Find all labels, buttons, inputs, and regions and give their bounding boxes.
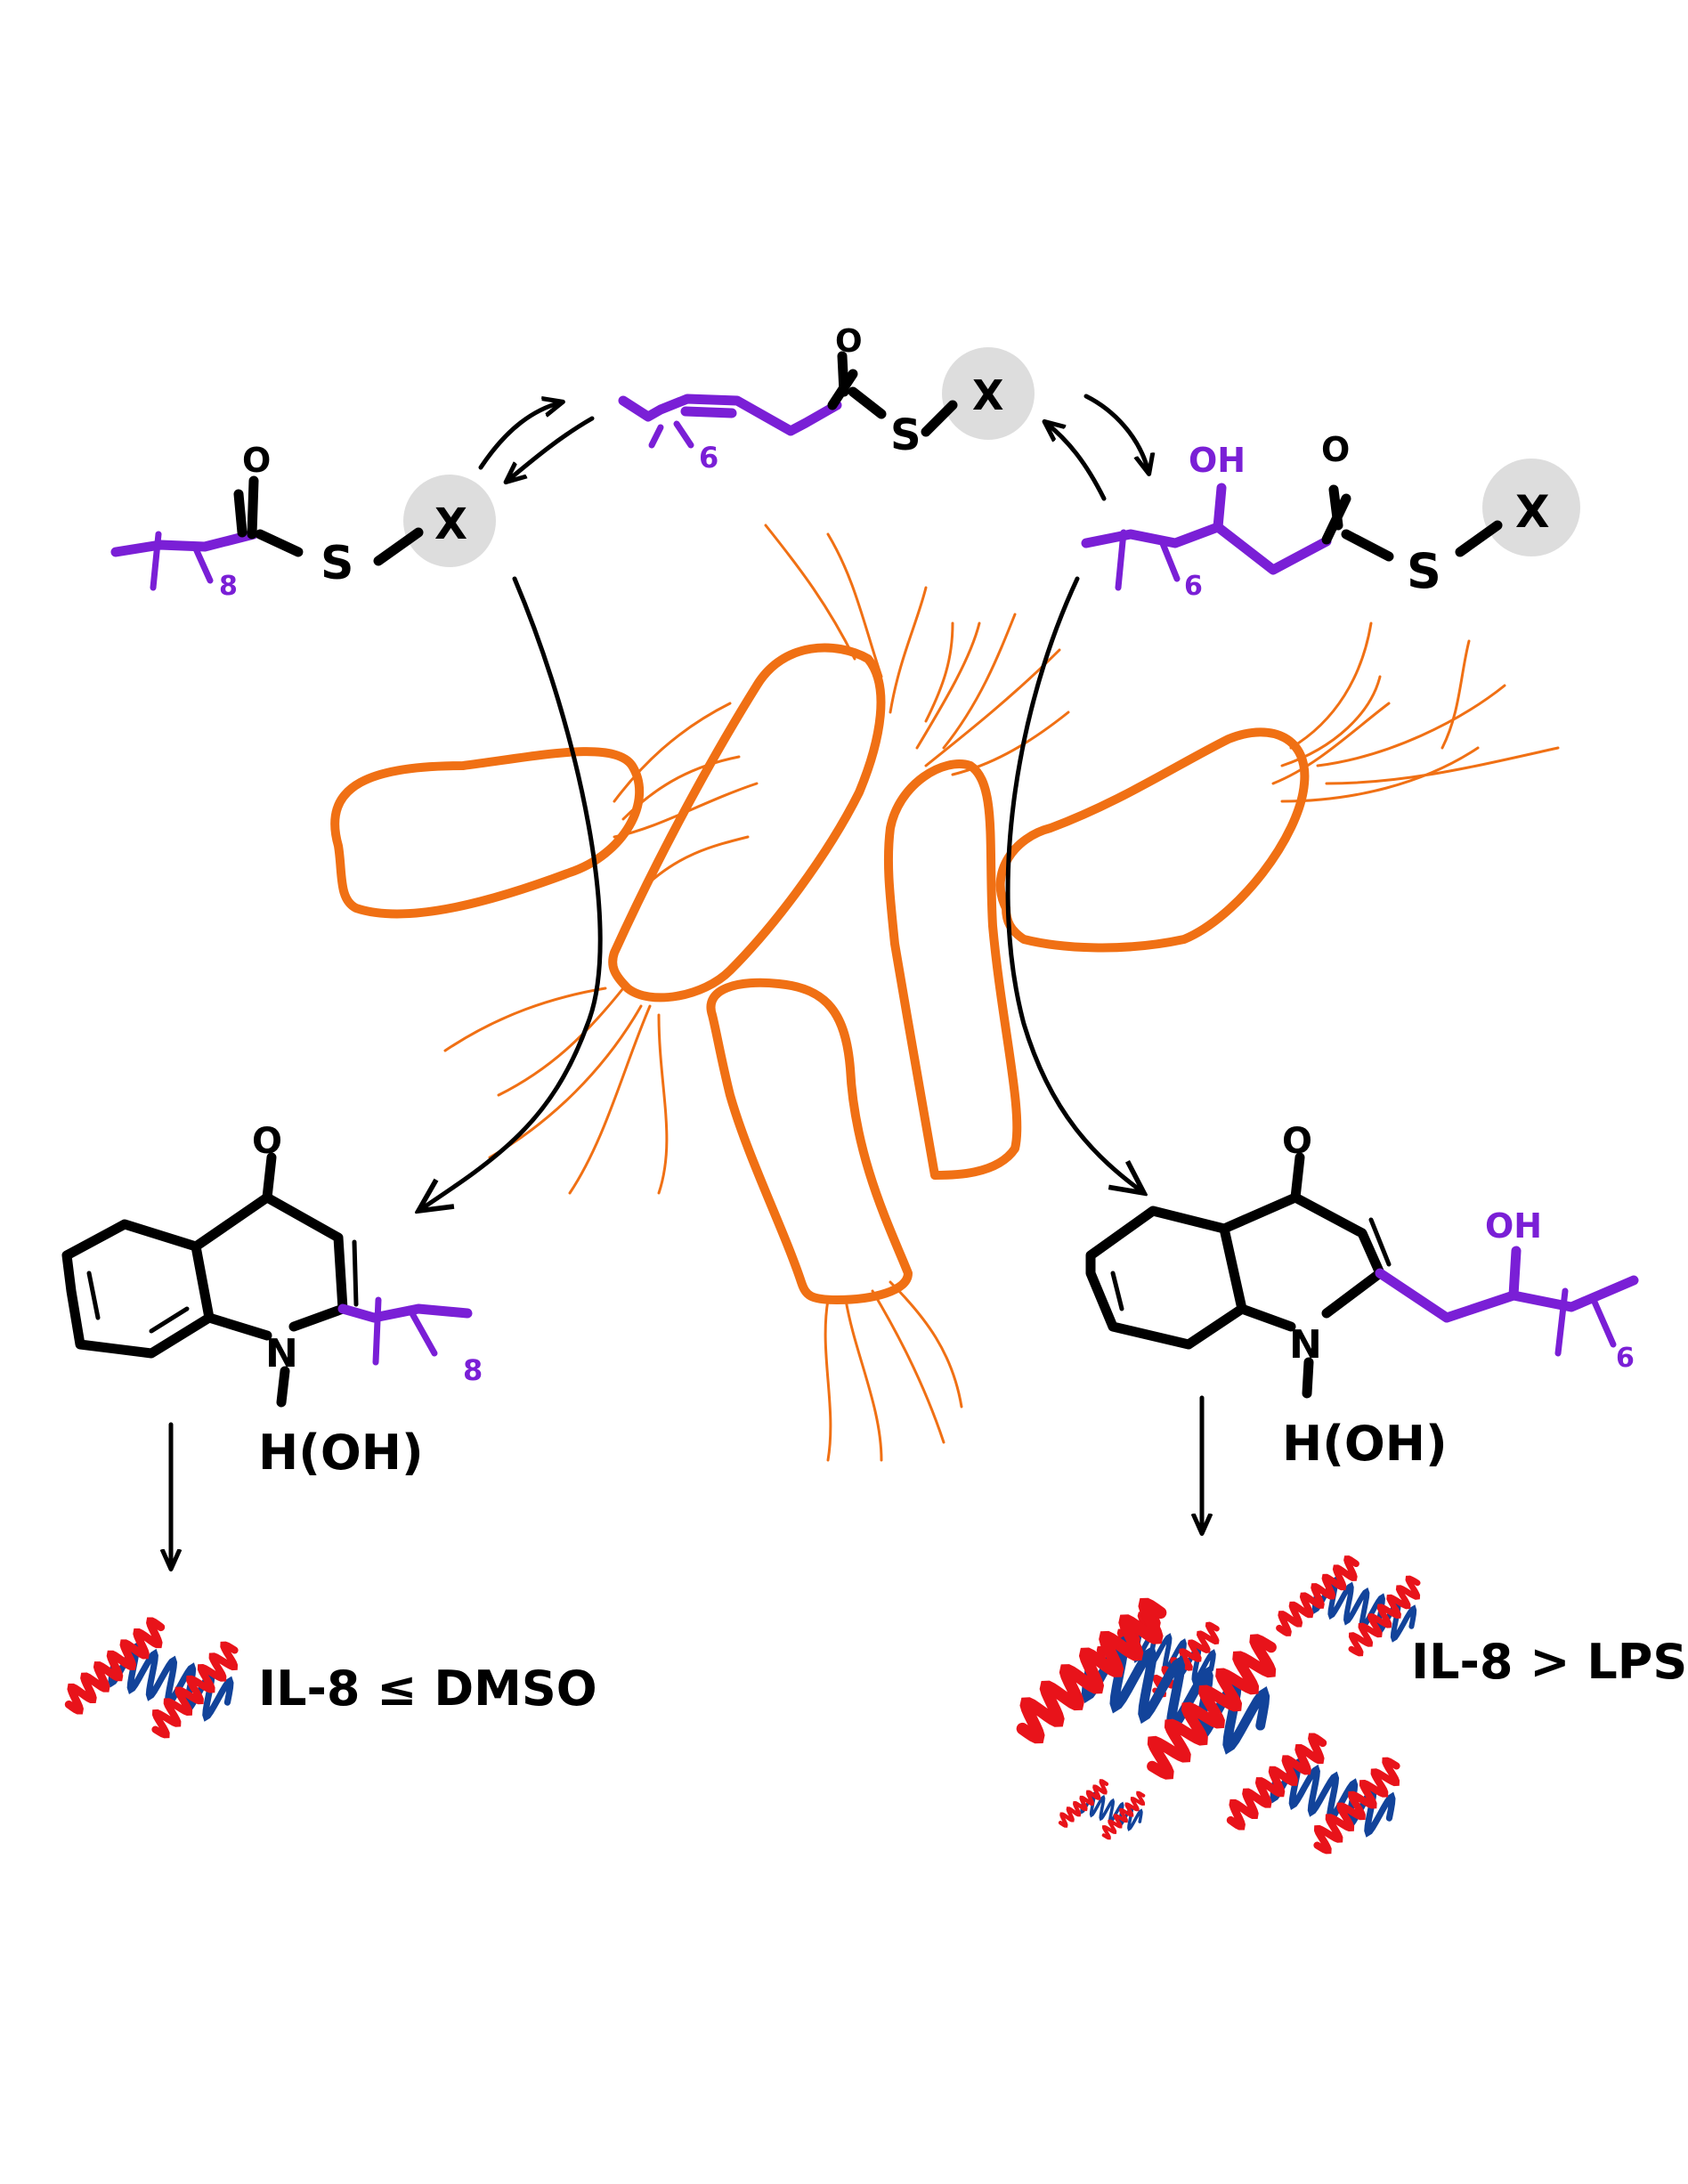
reaction-arrow <box>507 416 595 481</box>
bacterium-1 <box>330 747 645 919</box>
right-quinolone-chain-subscript: 6 <box>1616 1343 1635 1374</box>
top-thioester: O S X 6 <box>618 323 1035 475</box>
bacterium-5 <box>995 727 1310 953</box>
protein-helix-red <box>1058 1779 1109 1828</box>
top-x-label: X <box>972 371 1003 419</box>
top-oxygen-label: O <box>835 323 863 360</box>
protein-il8-icon <box>1058 1779 1146 1840</box>
protein-helix-red <box>1016 1597 1167 1744</box>
protein-helix-red <box>1101 1790 1146 1840</box>
right-hydroxyl-label: OH <box>1189 441 1246 480</box>
reaction-arrow <box>478 402 561 470</box>
protein-helix-red <box>1226 1733 1327 1831</box>
right-thioester: O S X OH 6 <box>1081 430 1580 602</box>
reaction-arrow <box>1083 394 1148 472</box>
right-result-label: IL-8 > LPS <box>1411 1634 1687 1690</box>
reaction-arrow <box>1046 423 1107 501</box>
reaction-arrow-left <box>418 576 603 1211</box>
left-quinolone: O N H(OH) 8 <box>61 1121 483 1481</box>
left-result-label: IL-8 ≤ DMSO <box>258 1660 597 1717</box>
right-chain-subscript: 6 <box>1184 571 1203 602</box>
top-chain-subscript: 6 <box>699 441 718 475</box>
bacterium-4 <box>706 978 913 1304</box>
left-oxygen-label: O <box>242 441 271 480</box>
left-sulfur-label: S <box>321 537 353 590</box>
right-quinolone-nitrogen: N <box>1289 1322 1322 1368</box>
protein-helix-red <box>1276 1555 1359 1636</box>
protein-helix-red <box>1348 1575 1421 1657</box>
protein-helix-red <box>64 1617 166 1715</box>
left-chain-subscript: 8 <box>219 571 238 602</box>
left-quinolone-chain-subscript: 8 <box>463 1353 483 1387</box>
equilibrium-arrows <box>478 394 1148 501</box>
left-quinolone-nitrogen: N <box>265 1331 298 1376</box>
left-quinolone-substituent: H(OH) <box>258 1425 424 1481</box>
protein-helix-red <box>1152 1621 1220 1698</box>
x-highlight <box>942 347 1035 440</box>
left-x-label: X <box>434 499 467 549</box>
right-quinolone-substituent: H(OH) <box>1282 1416 1448 1472</box>
protein-il8-icon <box>1016 1597 1277 1780</box>
bacterium-2 <box>608 643 886 1003</box>
bacteria-cluster <box>330 524 1560 1462</box>
protein-il8-icon <box>64 1617 239 1739</box>
right-quinolone-hydroxyl: OH <box>1485 1206 1542 1246</box>
x-highlight <box>1482 459 1580 556</box>
right-quinolone-oxygen: O <box>1282 1121 1312 1162</box>
protein-helix-red <box>1313 1757 1400 1855</box>
protein-il8-icon <box>1226 1733 1400 1855</box>
right-x-label: X <box>1515 486 1550 538</box>
left-thioester: O S X 8 <box>110 441 496 602</box>
top-sulfur-label: S <box>890 410 921 460</box>
right-oxygen-label: O <box>1321 430 1350 469</box>
right-sulfur-label: S <box>1407 543 1441 599</box>
bacterium-3 <box>883 759 1022 1180</box>
protein-icons <box>64 1555 1421 1855</box>
right-quinolone: O N H(OH) OH 6 <box>1085 1121 1639 1472</box>
left-quinolone-oxygen: O <box>252 1121 282 1162</box>
x-highlight <box>403 475 496 567</box>
protein-helix-red <box>1147 1634 1277 1780</box>
protein-il8-icon <box>1276 1555 1421 1657</box>
protein-helix-red <box>151 1641 239 1739</box>
reaction-arrow-right <box>1005 576 1144 1193</box>
